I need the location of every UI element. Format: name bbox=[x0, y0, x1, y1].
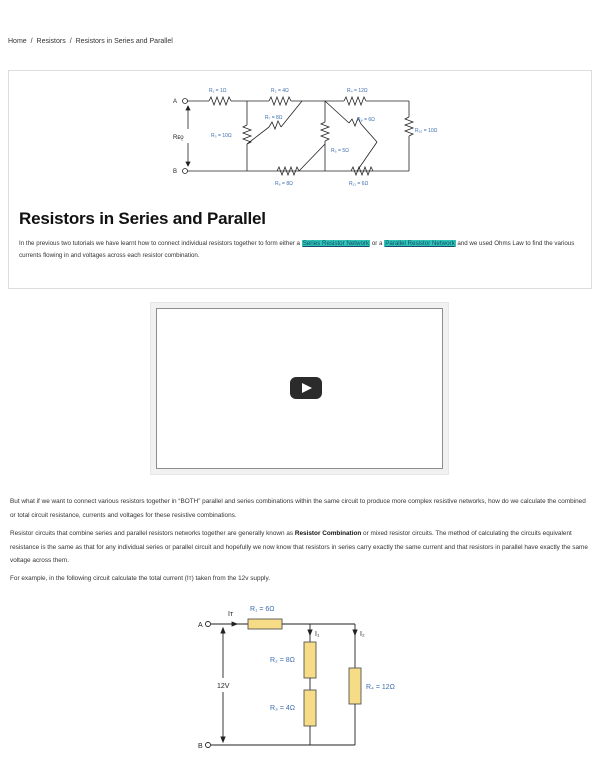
combination-circuit-diagram: A B Iᴛ I₁ I₂ 12V R₁ = 6Ω R₂ = 8Ω R₃ = 4Ω… bbox=[198, 606, 395, 750]
label-r11: R₁₁ = 6Ω bbox=[349, 181, 368, 187]
video-embed[interactable] bbox=[150, 302, 449, 475]
content-text: or mixed resistor circuits. The method o… bbox=[10, 530, 588, 564]
label-r3: R₃ = 10Ω bbox=[211, 133, 232, 139]
circuit-label-r1: R₁ = 6Ω bbox=[250, 606, 275, 613]
intro-text: and we used Ohms Law to find the various… bbox=[19, 240, 575, 259]
content-text: Resistor circuits that combine series an… bbox=[10, 530, 295, 537]
circuit-label-r2: R₂ = 8Ω bbox=[270, 657, 295, 664]
circuit-label-i2: I₂ bbox=[360, 631, 365, 638]
breadcrumb-current: Resistors in Series and Parallel bbox=[75, 38, 173, 45]
label-r8: R₈ = 6Ω bbox=[357, 117, 375, 123]
parallel-resistor-link[interactable]: Parallel Resistor Network bbox=[384, 240, 456, 247]
label-r4: R₄ = 12Ω bbox=[347, 88, 368, 94]
breadcrumb-section-link[interactable]: Resistors bbox=[36, 38, 66, 45]
page-title: Resistors in Series and Parallel bbox=[19, 209, 266, 228]
breadcrumb-separator: / bbox=[30, 38, 33, 45]
content-paragraph: But what if we want to connect various r… bbox=[10, 498, 586, 519]
breadcrumb-home-link[interactable]: Home bbox=[8, 38, 27, 45]
breadcrumb-separator: / bbox=[69, 38, 72, 45]
circuit-label-i1: I₁ bbox=[315, 631, 320, 638]
label-r7: R₇ = 8Ω bbox=[265, 115, 283, 121]
diagram-label-a: A bbox=[173, 99, 177, 105]
content-paragraph: For example, in the following circuit ca… bbox=[10, 575, 270, 582]
circuit-label-r4: R₄ = 12Ω bbox=[366, 684, 395, 691]
intro-text: In the previous two tutorials we have le… bbox=[19, 240, 302, 247]
breadcrumb: Home / Resistors / Resistors in Series a… bbox=[8, 38, 173, 45]
play-icon[interactable] bbox=[290, 377, 322, 399]
circuit-label-it: Iᴛ bbox=[228, 611, 234, 618]
content-bold-term: Resistor Combination bbox=[294, 530, 362, 537]
label-r1: R₁ = 1Ω bbox=[209, 88, 227, 94]
series-resistor-link[interactable]: Series Resistor Network bbox=[301, 240, 371, 247]
video-frame[interactable] bbox=[156, 308, 443, 469]
circuit-label-a: A bbox=[198, 622, 203, 629]
hero-card: A B Rᴇǫ bbox=[8, 70, 592, 289]
label-r10: R₁₀ = 10Ω bbox=[415, 128, 438, 134]
circuit-label-voltage: 12V bbox=[217, 683, 230, 690]
circuit-label-b: B bbox=[198, 743, 203, 750]
resistor-network-diagram: A B Rᴇǫ bbox=[173, 88, 438, 187]
content-paragraph: Resistor circuits that combine series an… bbox=[10, 527, 590, 568]
label-r5: R₅ = 5Ω bbox=[331, 148, 349, 154]
label-r6: R₆ = 8Ω bbox=[275, 181, 293, 187]
diagram-label-b: B bbox=[173, 169, 177, 175]
diagram-label-req: Rᴇǫ bbox=[173, 135, 184, 141]
intro-paragraph: In the previous two tutorials we have le… bbox=[19, 238, 585, 262]
circuit-label-r3: R₃ = 4Ω bbox=[270, 705, 295, 712]
label-r2: R₂ = 4Ω bbox=[271, 88, 289, 94]
intro-text: or a bbox=[370, 240, 385, 247]
